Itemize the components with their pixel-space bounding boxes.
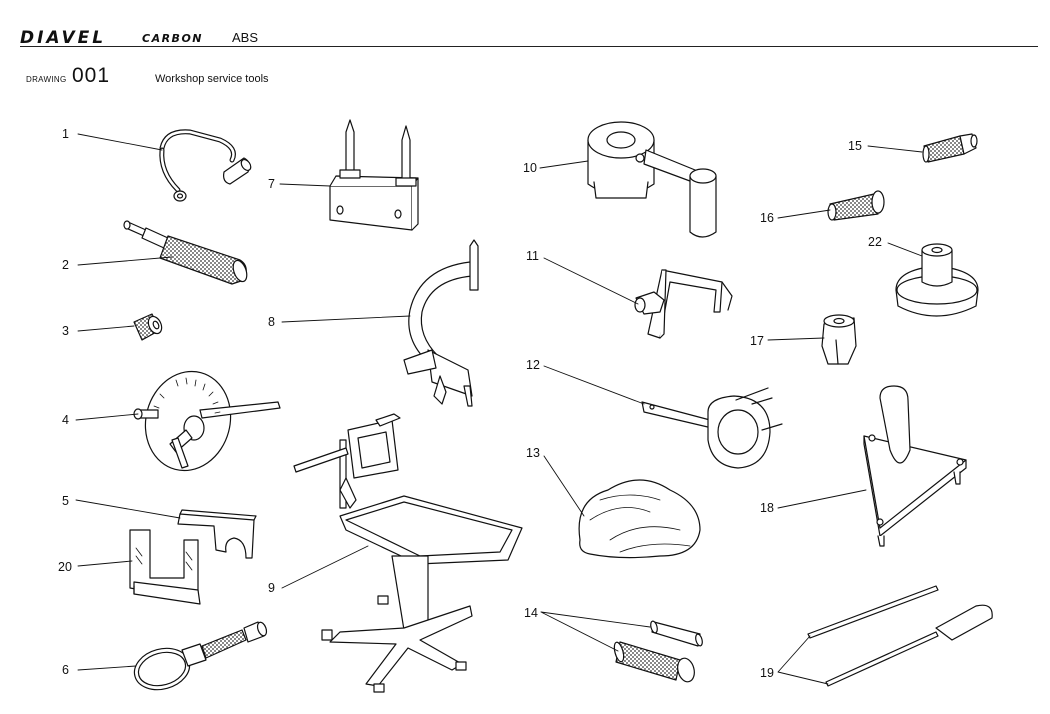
callout-10: 10 bbox=[523, 161, 537, 175]
part-22-socket-base bbox=[895, 243, 979, 317]
part-19-rod-screwdriver bbox=[807, 585, 993, 687]
callout-17: 17 bbox=[750, 334, 764, 348]
part-6-strap-wrench bbox=[133, 621, 268, 691]
drawing-number: 001 bbox=[72, 64, 111, 87]
drawing-label: DRAWING bbox=[26, 75, 67, 84]
callout-9: 9 bbox=[268, 581, 275, 595]
part-16-knurled-grip bbox=[827, 190, 885, 221]
part-17-split-socket bbox=[821, 314, 857, 365]
leader-lines bbox=[75, 133, 923, 685]
callout-8: 8 bbox=[268, 315, 275, 329]
part-14-punch-handle bbox=[613, 620, 703, 683]
callout-3: 3 bbox=[62, 324, 69, 338]
part-3-knurled-nut bbox=[133, 313, 163, 341]
part-4-degree-wheel bbox=[133, 370, 281, 472]
part-7-pin-bracket bbox=[329, 119, 419, 231]
part-10-collar-arm bbox=[587, 121, 717, 238]
part-5-flat-plate bbox=[177, 509, 257, 559]
callout-6: 6 bbox=[62, 663, 69, 677]
callout-4: 4 bbox=[62, 413, 69, 427]
callout-18: 18 bbox=[760, 501, 774, 515]
part-12-ring-tool bbox=[641, 387, 783, 469]
drawing-title: Workshop service tools bbox=[155, 73, 269, 85]
callout-16: 16 bbox=[760, 211, 774, 225]
model-logo: DIAVEL bbox=[20, 28, 107, 48]
version-logo: CARBON bbox=[142, 32, 203, 45]
part-1-hook-wrench bbox=[159, 129, 252, 202]
callout-labels: 1 2 3 4 5 6 7 8 9 10 11 12 13 14 15 16 1… bbox=[58, 127, 882, 680]
callout-1: 1 bbox=[62, 127, 69, 141]
callout-5: 5 bbox=[62, 494, 69, 508]
callout-15: 15 bbox=[848, 139, 862, 153]
part-2-knurled-handle bbox=[123, 220, 248, 285]
callout-13: 13 bbox=[526, 446, 540, 460]
part-13-cover-bag bbox=[578, 479, 701, 559]
part-20-fork-support bbox=[129, 529, 201, 605]
part-8-curved-arm bbox=[403, 239, 479, 407]
part-11-bent-bracket bbox=[634, 269, 733, 339]
part-15-knurled-pin bbox=[922, 133, 978, 163]
callout-19: 19 bbox=[760, 666, 774, 680]
model-suffix: ABS bbox=[232, 30, 259, 45]
callout-20: 20 bbox=[58, 560, 72, 574]
page-header: DIAVEL CARBON ABS bbox=[20, 28, 1038, 48]
callout-11: 11 bbox=[526, 249, 539, 263]
callout-22: 22 bbox=[868, 235, 882, 249]
callout-2: 2 bbox=[62, 258, 69, 272]
callout-12: 12 bbox=[526, 358, 540, 372]
callout-7: 7 bbox=[268, 177, 275, 191]
part-9-stand-tray bbox=[293, 413, 523, 693]
part-18-triangle-base bbox=[863, 385, 967, 547]
callout-14: 14 bbox=[524, 606, 538, 620]
